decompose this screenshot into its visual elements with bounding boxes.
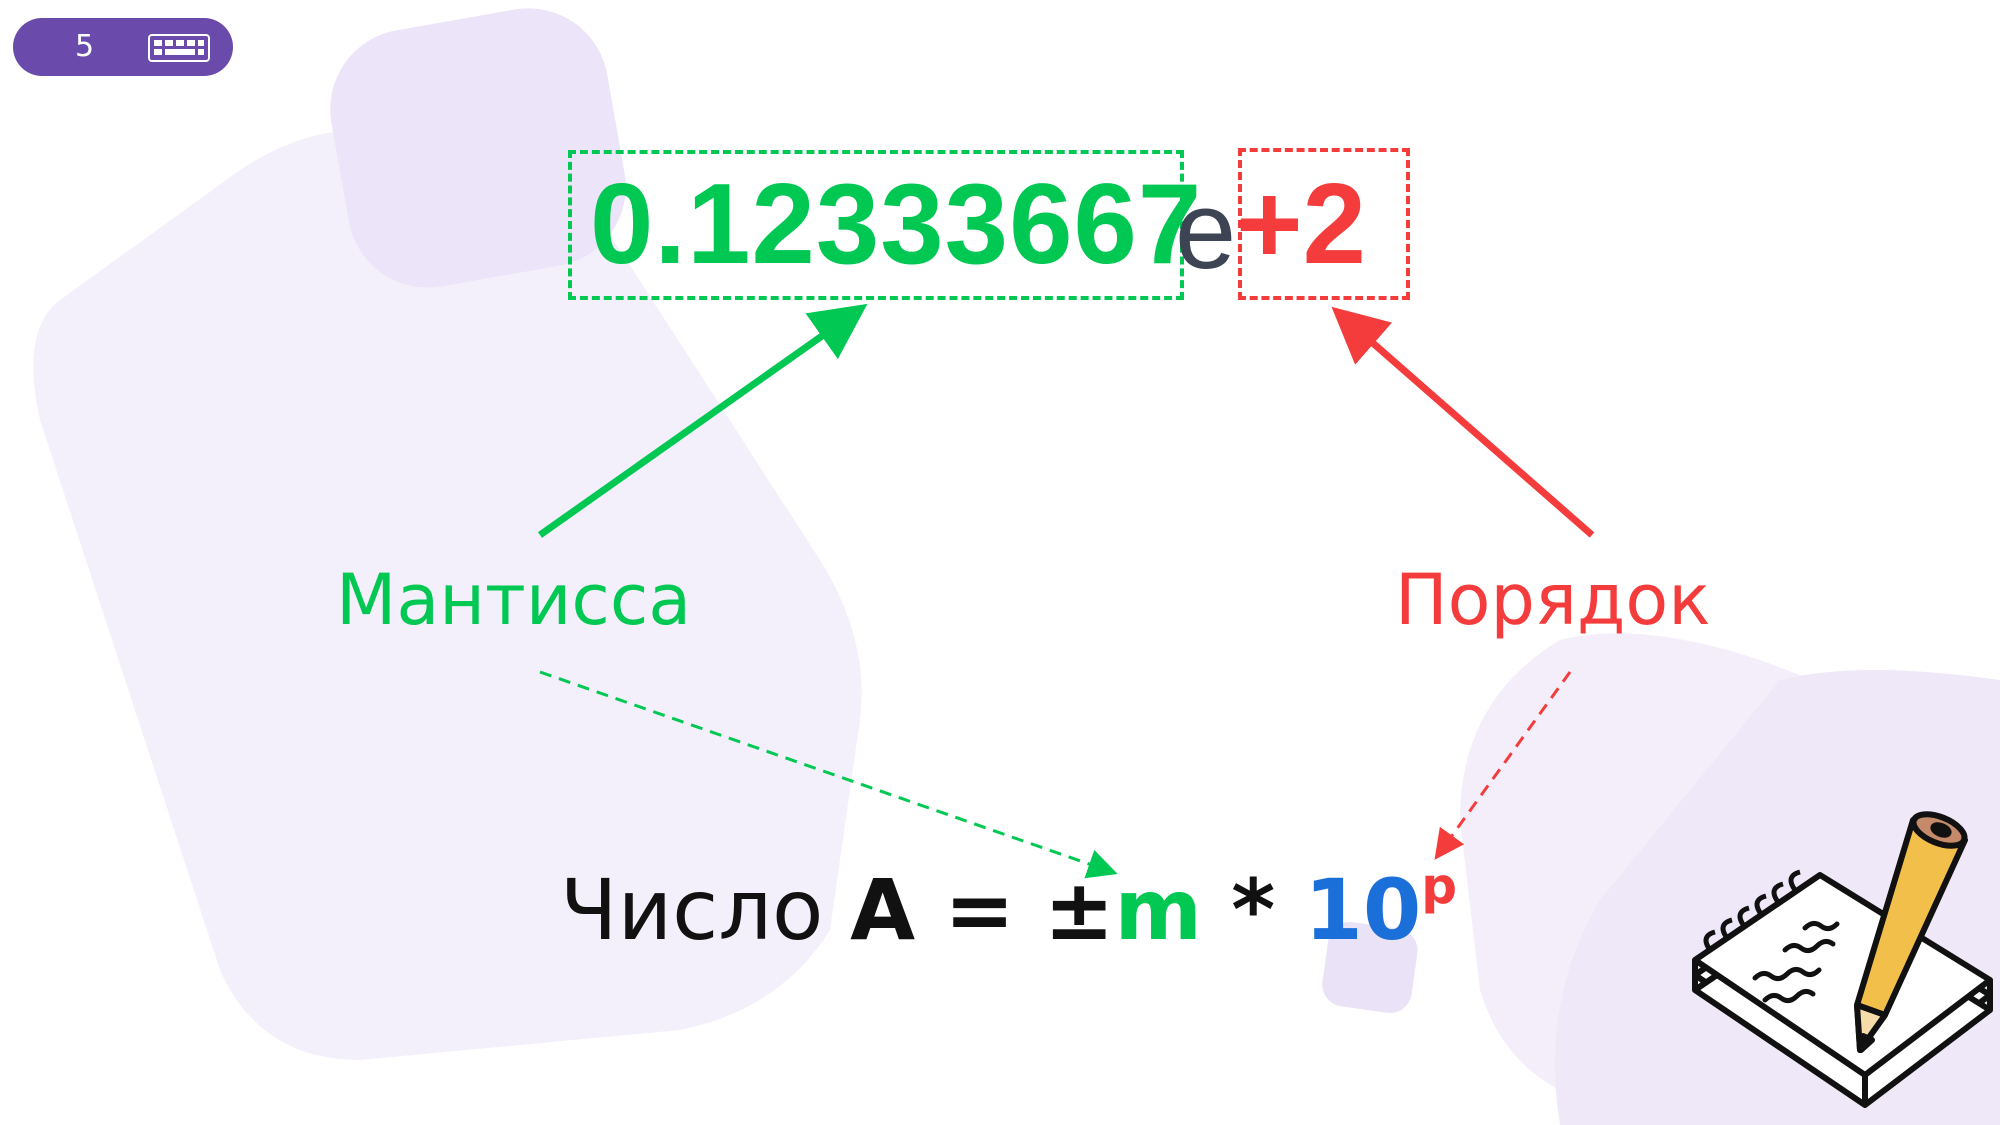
formula-prefix: Число xyxy=(560,861,851,959)
order-label: Порядок xyxy=(1395,559,1711,641)
slide-number: 5 xyxy=(75,29,95,64)
exponent-separator: e xyxy=(1175,169,1237,292)
notebook-pencil-icon xyxy=(1692,811,1993,1108)
formula-ten: 10 xyxy=(1304,861,1422,959)
formula-a: A xyxy=(850,861,916,959)
mantissa-highlight-box xyxy=(568,150,1184,300)
mantissa-label: Мантисса xyxy=(336,559,692,641)
formula-m: m xyxy=(1114,861,1202,959)
formula-multiply: * xyxy=(1201,861,1305,959)
formula-p: p xyxy=(1421,857,1458,915)
formula: Число A = ±m * 10p xyxy=(560,857,1458,972)
slide-number-badge[interactable]: 5 xyxy=(13,18,233,76)
exponent-value: +2 xyxy=(1236,161,1366,288)
mantissa-value: 0.12333667 xyxy=(590,161,1203,288)
formula-equals: = ± xyxy=(915,861,1115,959)
exponent-highlight-box xyxy=(1238,148,1410,300)
keyboard-icon[interactable] xyxy=(148,34,210,62)
